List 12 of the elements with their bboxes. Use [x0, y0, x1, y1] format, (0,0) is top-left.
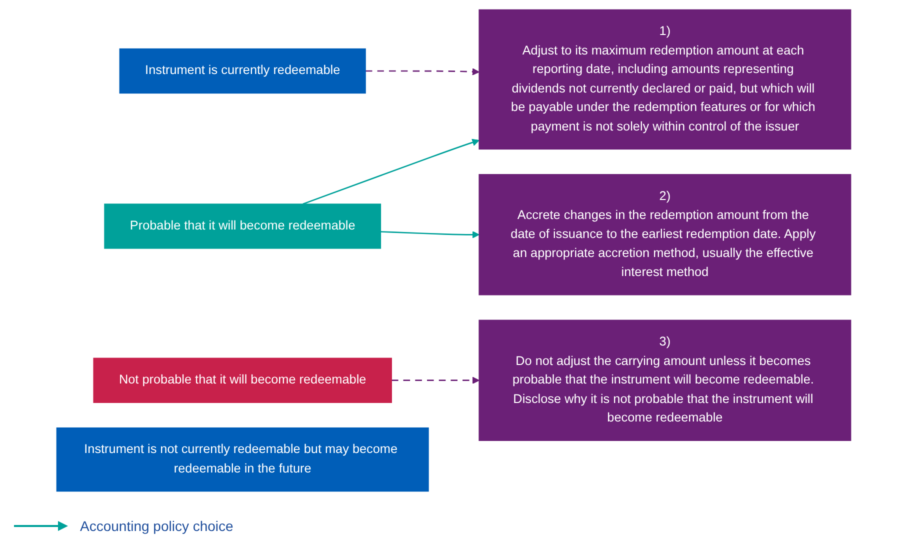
node-box: Not probable that it will become redeemable [92, 357, 392, 402]
node-box: Instrument is not currently redeemable but may become redeemable in the future [56, 426, 429, 492]
node-box: 1) Adjust to its maximum redemption amount at each reporting date, including amounts representing dividends not currently declared or paid, but which will be payable under the redemption features or for which payment is not solely within control of the issuer [478, 8, 851, 150]
arrow [302, 138, 480, 204]
node-box: Instrument is currently redeemable [119, 48, 366, 94]
node-box: 3) Do not adjust the carrying amount unless it becomes probable that the instrument will become redeemable. Disclose why it is not probable that the instrument will become redeemable [478, 319, 851, 440]
legend-text: Accounting policy choice [80, 518, 234, 534]
arrow [365, 68, 480, 75]
node-box: 2) Accrete changes in the redemption amount from the date of issuance to the earliest redemption date. Apply an appropriate accretion method, usually the effective interest method [478, 174, 851, 295]
arrow [391, 376, 480, 384]
arrow [380, 230, 480, 238]
node-box: Probable that it will become redeemable [104, 203, 381, 248]
